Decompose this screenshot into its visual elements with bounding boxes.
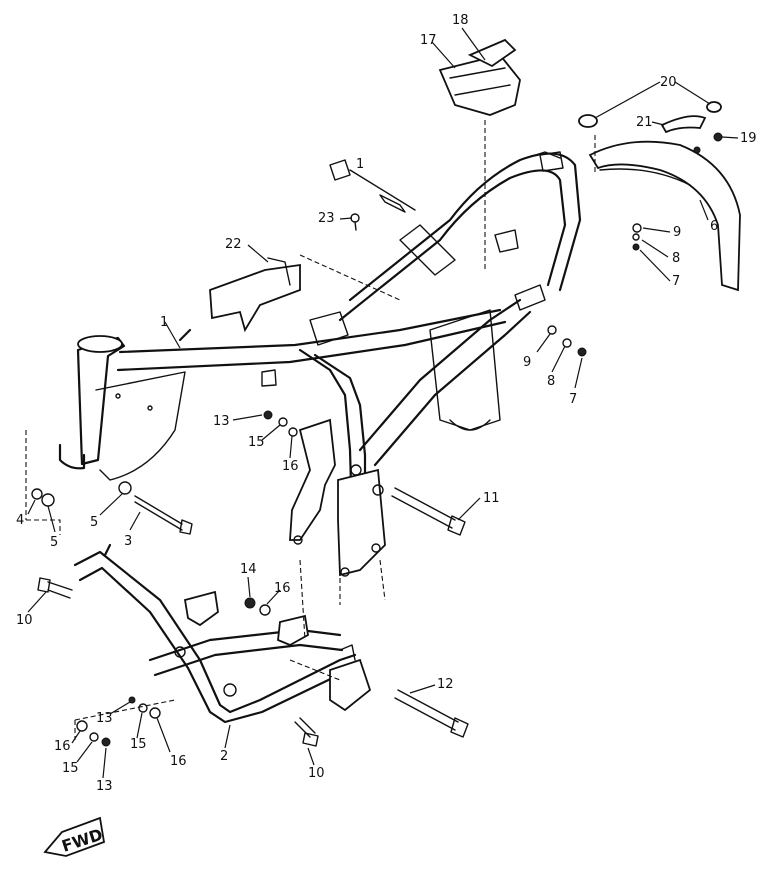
lower-cradle [73,543,372,724]
callout-3: 3 [124,534,132,549]
callout-17: 17 [420,33,437,48]
fwd-label: FWD [59,825,105,856]
callout-1-pivot: 1 [356,157,364,172]
seat-bracket [438,38,521,116]
callout-16-left: 16 [54,739,71,754]
callout-13-mid: 13 [96,711,113,726]
callout-14: 14 [240,562,257,577]
callout-16-upper: 16 [282,459,299,474]
callout-2: 2 [220,749,228,764]
fwd-arrow-icon: FWD [43,816,105,857]
callout-7-lower: 7 [569,392,577,407]
callout-9-upper: 9 [673,225,681,240]
main-frame [58,151,582,577]
callout-23: 23 [318,211,335,226]
assembly-lines [25,120,596,740]
hardware [31,101,723,747]
callout-8-upper: 8 [672,251,680,266]
callout-10-upper: 10 [16,613,33,628]
callout-13-upper: 13 [213,414,230,429]
callout-20: 20 [660,75,677,90]
callout-10-lower: 10 [308,766,325,781]
callout-4: 4 [16,513,24,528]
callout-15-mid: 15 [130,737,147,752]
callout-9-lower: 9 [523,355,531,370]
callout-5-rear: 5 [90,515,98,530]
callout-16-mid: 16 [274,581,291,596]
callout-12: 12 [437,677,454,692]
bracket-22 [209,257,301,333]
callout-22: 22 [225,237,242,252]
callout-21: 21 [636,115,653,130]
callout-8-lower: 8 [547,374,555,389]
callout-11: 11 [483,491,500,506]
callout-15-upper: 15 [248,435,265,450]
leader-lines [27,27,739,779]
callout-7-upper: 7 [672,274,680,289]
callout-labels: 1 1 2 3 4 5 5 6 7 7 8 8 9 9 10 10 11 12 … [16,13,757,794]
callout-16-right: 16 [170,754,187,769]
callout-18: 18 [452,13,469,28]
rear-fender [588,140,741,292]
callout-13-lower: 13 [96,779,113,794]
callout-1: 1 [160,315,168,330]
callout-15-lower: 15 [62,761,79,776]
callout-6: 6 [710,219,718,234]
callout-19: 19 [740,131,757,146]
callout-5-front: 5 [50,535,58,550]
